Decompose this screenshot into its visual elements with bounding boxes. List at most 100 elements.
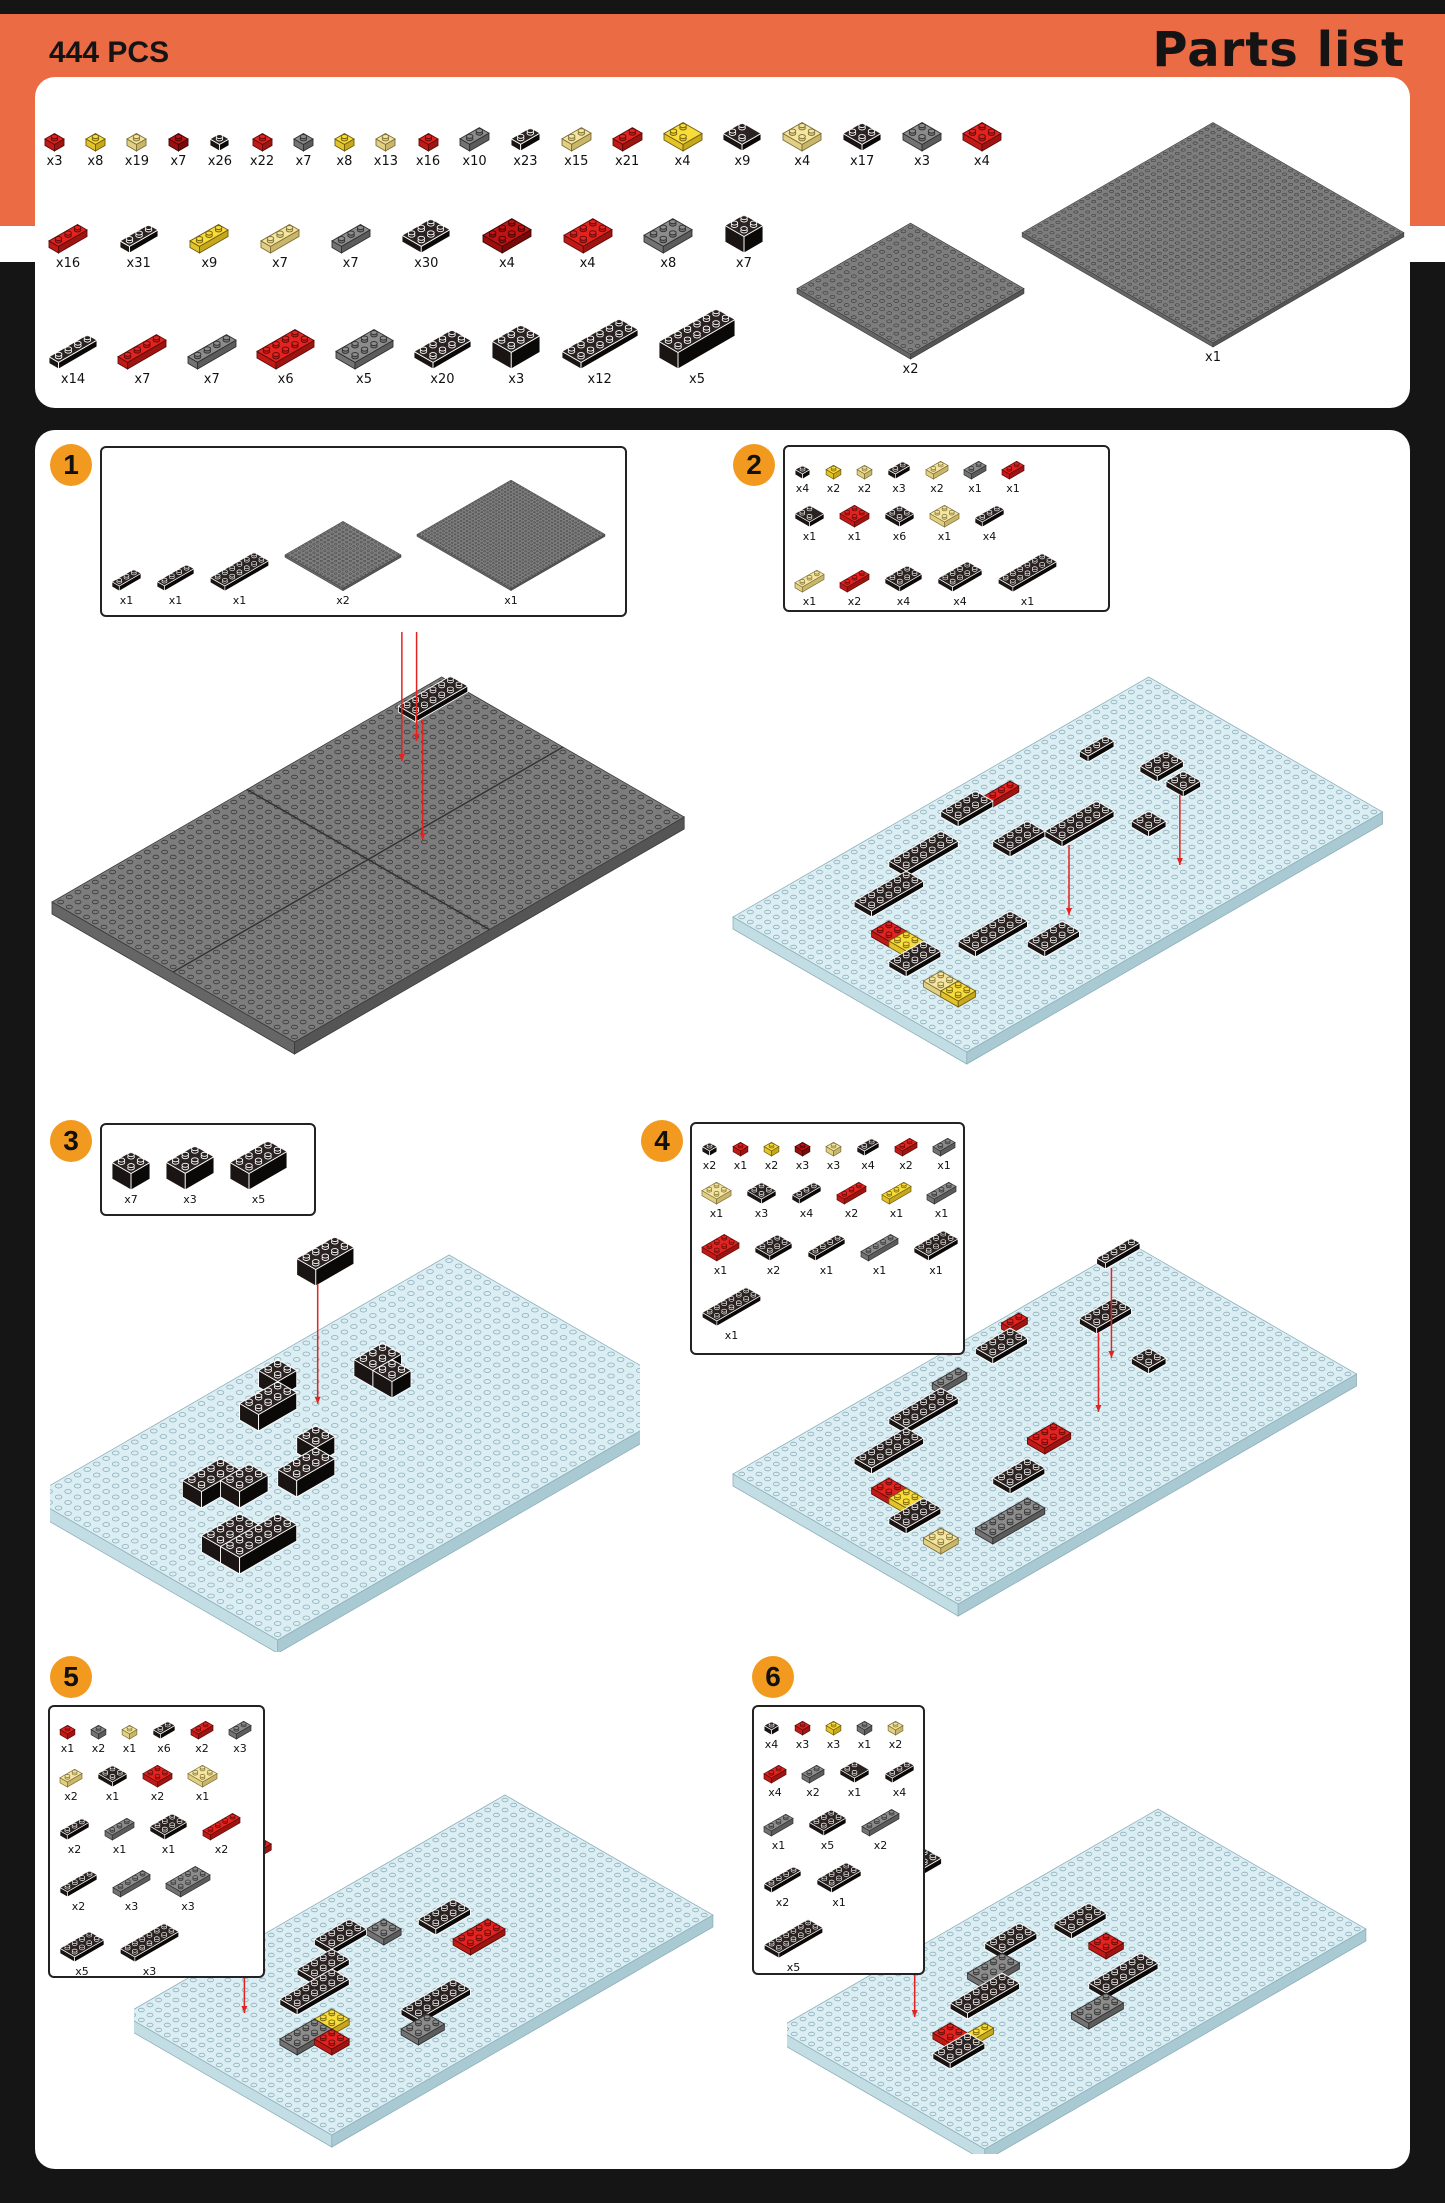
part-item: x31 bbox=[118, 217, 160, 271]
step-number-badge: 4 bbox=[641, 1120, 683, 1162]
part-item: x3 bbox=[43, 126, 66, 169]
part-count: x1 bbox=[847, 1786, 862, 1799]
black-brick bbox=[992, 820, 1046, 858]
red-brick-icon bbox=[839, 504, 870, 528]
gray-brick-icon bbox=[963, 460, 987, 480]
part-item: x3 bbox=[824, 1136, 843, 1172]
gray-brick bbox=[400, 2013, 446, 2046]
gray-brick-icon bbox=[856, 1720, 873, 1736]
part-count: x7 bbox=[170, 154, 187, 169]
part-count: x3 bbox=[142, 1965, 157, 1978]
part-item: x2 bbox=[800, 1759, 826, 1799]
tan-brick-icon bbox=[782, 121, 823, 152]
black-brick bbox=[888, 830, 960, 878]
part-count: x6 bbox=[277, 372, 294, 387]
piece-count: 444 PCS bbox=[49, 36, 170, 69]
gray-brick-icon bbox=[293, 132, 314, 152]
black-brick-icon bbox=[839, 1760, 870, 1784]
black-brick bbox=[1139, 750, 1185, 783]
part-item: x1 bbox=[415, 476, 607, 607]
step-number-badge: 6 bbox=[752, 1656, 794, 1698]
part-item: x1 bbox=[931, 1132, 957, 1172]
part-item: x5 bbox=[334, 322, 395, 387]
baseplate bbox=[50, 1254, 640, 1652]
yellow-brick-icon bbox=[825, 1720, 842, 1736]
part-count: x4 bbox=[764, 1738, 779, 1751]
tan-brick-icon bbox=[887, 1720, 904, 1736]
gray-brick-icon bbox=[860, 1234, 899, 1262]
part-count: x2 bbox=[775, 1896, 790, 1909]
part-item: x4 bbox=[562, 211, 614, 271]
red-brick-icon bbox=[117, 334, 168, 370]
yellow-brick-icon bbox=[84, 132, 106, 152]
black-brick-icon bbox=[997, 552, 1058, 593]
baseplate bbox=[732, 1243, 1358, 1617]
part-item: x8 bbox=[333, 126, 356, 169]
part-item: x7 bbox=[186, 327, 238, 387]
black-brick bbox=[397, 675, 469, 723]
black-brick-icon bbox=[791, 1181, 822, 1205]
black-brick-icon bbox=[118, 223, 159, 254]
part-item: x3 bbox=[824, 1715, 843, 1751]
part-count: x5 bbox=[689, 372, 705, 387]
part-count: x20 bbox=[430, 372, 455, 387]
red-brick-icon bbox=[701, 1234, 740, 1262]
part-count: x4 bbox=[973, 154, 990, 169]
part-item: x1 bbox=[762, 1808, 795, 1852]
tan-brick-icon bbox=[59, 1768, 83, 1788]
part-item: x3 bbox=[164, 1860, 212, 1913]
black-brick-icon bbox=[119, 1922, 180, 1963]
black-brick-icon bbox=[763, 1918, 824, 1959]
baseplate bbox=[732, 676, 1384, 1065]
part-count: x1 bbox=[1006, 482, 1020, 495]
part-item: x2 bbox=[824, 459, 843, 495]
black-brick bbox=[983, 1922, 1038, 1960]
black-brick-icon bbox=[491, 324, 542, 370]
part-item: x7 bbox=[723, 207, 765, 271]
part-item: x4 bbox=[481, 211, 533, 271]
placement-arrow bbox=[1066, 845, 1073, 915]
part-count: x2 bbox=[930, 482, 944, 495]
parts-row: x1 bbox=[700, 1281, 955, 1342]
tan-brick-icon bbox=[856, 464, 873, 480]
part-item: x17 bbox=[841, 115, 883, 169]
part-count: x3 bbox=[754, 1207, 769, 1220]
black-brick-icon bbox=[763, 1720, 780, 1736]
part-count: x1 bbox=[937, 530, 952, 543]
gray-brick-icon bbox=[334, 328, 394, 370]
part-item: x3 bbox=[118, 1917, 181, 1978]
part-count: x2 bbox=[902, 362, 919, 377]
part-item: x1 bbox=[103, 1812, 136, 1856]
part-item: x22 bbox=[250, 126, 274, 169]
part-count: x2 bbox=[702, 1159, 717, 1172]
black-brick bbox=[888, 940, 942, 978]
red-brick-icon bbox=[256, 328, 316, 370]
part-item: x6 bbox=[883, 499, 916, 543]
part-count: x1 bbox=[832, 1896, 846, 1909]
part-count: x5 bbox=[820, 1839, 835, 1852]
gray-brick-icon bbox=[186, 334, 237, 370]
part-item: x6 bbox=[151, 1715, 177, 1755]
part-item: x4 bbox=[883, 1755, 916, 1799]
part-count: x3 bbox=[233, 1742, 247, 1755]
part-count: x1 bbox=[122, 1742, 137, 1755]
part-count: x4 bbox=[861, 1159, 875, 1172]
darkred-brick-icon bbox=[482, 218, 532, 254]
part-count: x5 bbox=[251, 1193, 266, 1206]
black-brick bbox=[1044, 800, 1115, 848]
gray-brick bbox=[365, 1918, 402, 1946]
black-brick bbox=[219, 1512, 298, 1575]
part-item: x4 bbox=[855, 1132, 881, 1172]
part-count: x1 bbox=[60, 1742, 75, 1755]
red-brick bbox=[1000, 1312, 1029, 1335]
black-brick-icon bbox=[937, 561, 983, 593]
part-count: x5 bbox=[786, 1961, 801, 1974]
part-item: x1 bbox=[838, 1755, 871, 1799]
black-brick-icon bbox=[560, 317, 639, 370]
part-item: x7 bbox=[116, 327, 168, 387]
part-item: x3 bbox=[111, 1864, 152, 1913]
part-item: x19 bbox=[125, 126, 149, 169]
